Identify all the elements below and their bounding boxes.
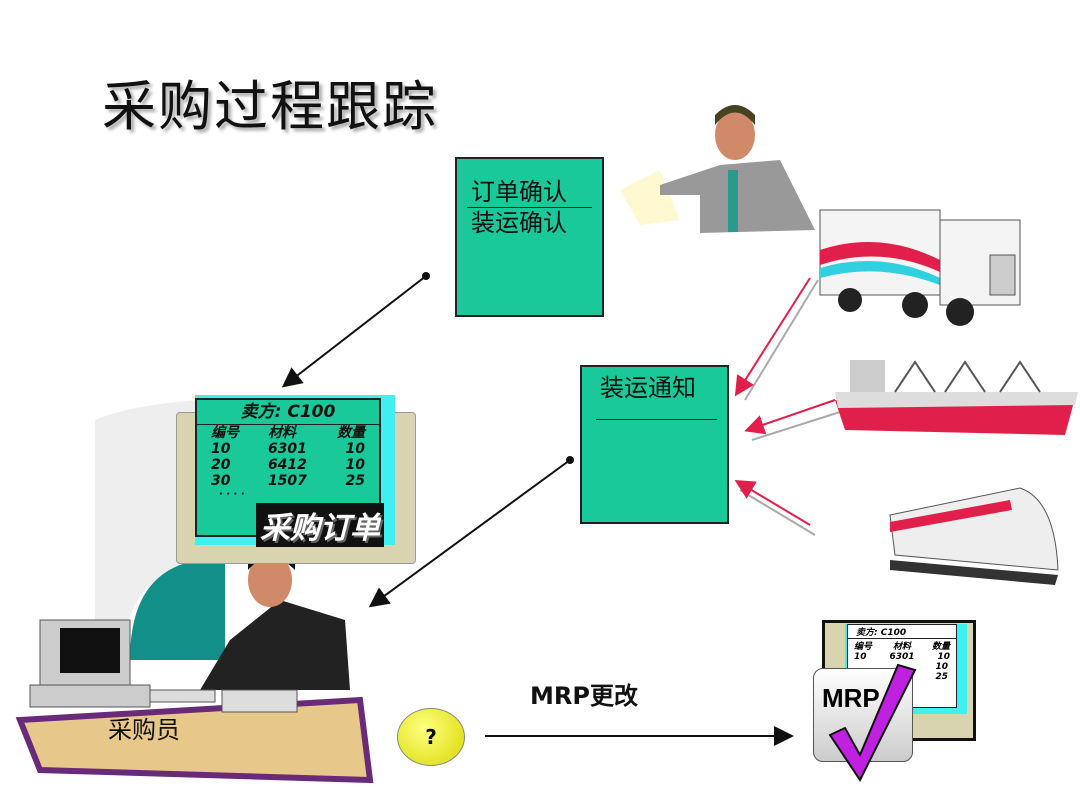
ship-illustration — [835, 360, 1078, 435]
purchase-order-label: 采购订单 — [256, 503, 384, 547]
arrow-confirm-to-order — [281, 272, 430, 388]
mrp-change-label: MRP更改 — [530, 682, 638, 710]
buyer-illustration — [15, 400, 374, 784]
shipment-notice-doc: 装运通知 — [580, 365, 729, 524]
checkmark-icon — [828, 663, 917, 782]
supplier-person-illustration — [620, 105, 815, 233]
question-badge: ? — [397, 708, 465, 766]
page-title: 采购过程跟踪 — [102, 75, 438, 138]
train-illustration — [889, 487, 1059, 585]
order-shipment-confirmation-doc: 订单确认 装运确认 — [455, 157, 604, 317]
truck-illustration — [819, 209, 1021, 326]
buyer-label: 采购员 — [108, 716, 180, 744]
arrow-notice-to-buyer — [368, 456, 574, 608]
